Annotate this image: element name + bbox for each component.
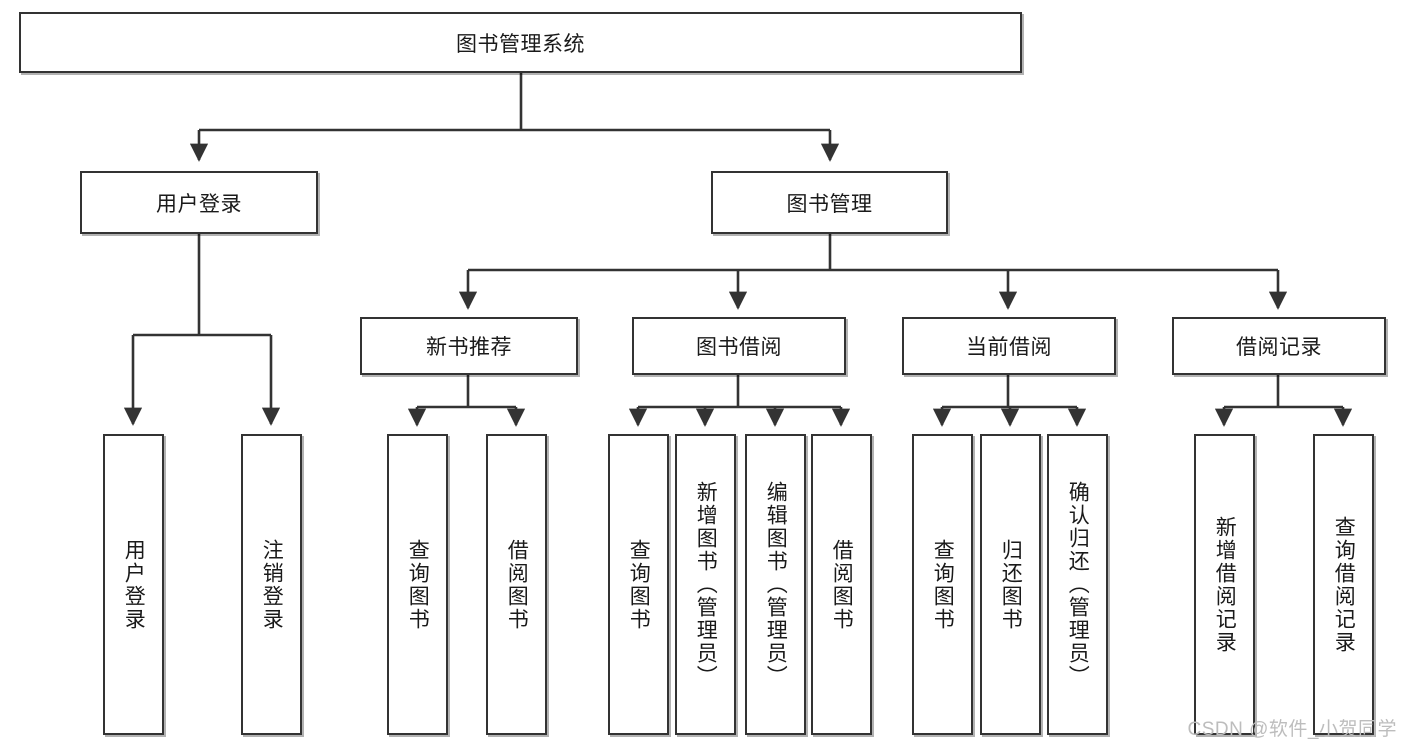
node-leaf-query-book-2-label: 查询图书 <box>627 538 651 631</box>
node-leaf-query-book-3-label: 查询图书 <box>931 538 955 631</box>
node-book-borrow-label: 图书借阅 <box>696 336 782 359</box>
node-leaf-confirm-return-label: 确认归还（管理员） <box>1066 481 1090 688</box>
node-leaf-add-record[interactable]: 新增借阅记录 <box>1194 434 1255 735</box>
node-borrow-record[interactable]: 借阅记录 <box>1172 317 1386 375</box>
node-borrow-record-label: 借阅记录 <box>1236 336 1322 359</box>
node-new-book-recommend-label: 新书推荐 <box>426 336 512 359</box>
node-leaf-edit-book[interactable]: 编辑图书（管理员） <box>745 434 806 735</box>
node-current-borrow[interactable]: 当前借阅 <box>902 317 1116 375</box>
watermark-text: CSDN @软件_小贺同学 <box>1187 719 1397 740</box>
node-leaf-confirm-return[interactable]: 确认归还（管理员） <box>1047 434 1108 735</box>
node-current-borrow-label: 当前借阅 <box>966 336 1052 359</box>
node-leaf-return-book[interactable]: 归还图书 <box>980 434 1041 735</box>
node-leaf-borrow-book-1[interactable]: 借阅图书 <box>486 434 547 735</box>
node-leaf-return-book-label: 归还图书 <box>999 538 1023 631</box>
node-leaf-logout-login[interactable]: 注销登录 <box>241 434 302 735</box>
node-new-book-recommend[interactable]: 新书推荐 <box>360 317 578 375</box>
node-leaf-logout-login-label: 注销登录 <box>260 538 284 631</box>
node-user-login[interactable]: 用户登录 <box>80 171 318 234</box>
node-leaf-borrow-book-2-label: 借阅图书 <box>830 538 854 631</box>
node-root[interactable]: 图书管理系统 <box>19 12 1022 73</box>
node-book-manage-label: 图书管理 <box>786 192 873 216</box>
node-root-label: 图书管理系统 <box>456 32 585 56</box>
node-leaf-query-book-1-label: 查询图书 <box>406 538 430 631</box>
node-leaf-add-book[interactable]: 新增图书（管理员） <box>675 434 736 735</box>
node-leaf-edit-book-label: 编辑图书（管理员） <box>764 481 788 688</box>
node-leaf-borrow-book-1-label: 借阅图书 <box>505 538 529 631</box>
node-leaf-borrow-book-2[interactable]: 借阅图书 <box>811 434 872 735</box>
node-leaf-query-book-1[interactable]: 查询图书 <box>387 434 448 735</box>
node-leaf-query-record[interactable]: 查询借阅记录 <box>1313 434 1374 735</box>
node-leaf-user-login[interactable]: 用户登录 <box>103 434 164 735</box>
node-leaf-user-login-label: 用户登录 <box>122 538 146 631</box>
node-leaf-add-record-label: 新增借阅记录 <box>1213 515 1237 654</box>
node-book-manage[interactable]: 图书管理 <box>711 171 948 234</box>
node-leaf-add-book-label: 新增图书（管理员） <box>694 481 718 688</box>
node-book-borrow[interactable]: 图书借阅 <box>632 317 846 375</box>
node-leaf-query-record-label: 查询借阅记录 <box>1332 515 1356 654</box>
node-leaf-query-book-2[interactable]: 查询图书 <box>608 434 669 735</box>
node-user-login-label: 用户登录 <box>156 192 242 216</box>
node-leaf-query-book-3[interactable]: 查询图书 <box>912 434 973 735</box>
